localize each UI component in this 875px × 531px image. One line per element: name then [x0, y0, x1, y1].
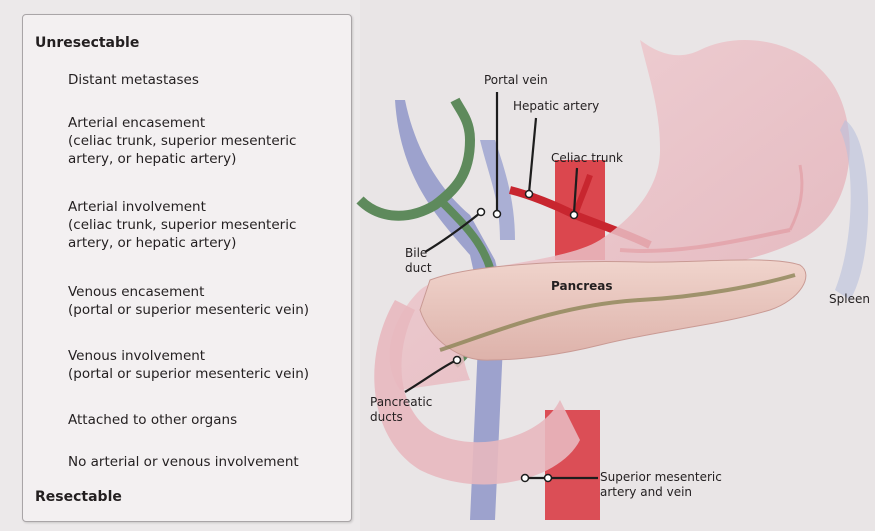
- label-superior-mesenteric: Superior mesenteric artery and vein: [600, 470, 722, 500]
- label-spleen: Spleen: [829, 292, 870, 307]
- scale-item-attached-organs: Attached to other organs: [68, 411, 237, 429]
- resectability-scale-panel: Unresectable Distant metastases Arterial…: [22, 14, 352, 522]
- label-celiac-trunk: Celiac trunk: [551, 151, 623, 166]
- mesenteric-artery-pin: [522, 475, 529, 482]
- bile-duct-pin: [478, 209, 485, 216]
- mesenteric-vein-pin: [545, 475, 552, 482]
- label-portal-vein: Portal vein: [484, 73, 548, 88]
- unresectable-heading: Unresectable: [35, 35, 139, 51]
- label-pancreas: Pancreas: [551, 279, 613, 294]
- celiac-trunk-pin: [571, 212, 578, 219]
- hepatic-artery-pin: [526, 191, 533, 198]
- pancreatic-duct-pin: [454, 357, 461, 364]
- scale-item-arterial-encasement: Arterial encasement (celiac trunk, super…: [68, 114, 296, 168]
- scale-item-distant-metastases: Distant metastases: [68, 71, 199, 89]
- label-bile-duct: Bile duct: [405, 246, 432, 276]
- scale-item-arterial-involvement: Arterial involvement (celiac trunk, supe…: [68, 198, 296, 252]
- scale-item-no-involvement: No arterial or venous involvement: [68, 453, 299, 471]
- resectable-heading: Resectable: [35, 489, 122, 505]
- scale-item-venous-encasement: Venous encasement (portal or superior me…: [68, 283, 309, 319]
- label-hepatic-artery: Hepatic artery: [513, 99, 599, 114]
- scale-item-venous-involvement: Venous involvement (portal or superior m…: [68, 347, 309, 383]
- label-pancreatic-ducts: Pancreatic ducts: [370, 395, 432, 425]
- portal-vein-pin: [494, 211, 501, 218]
